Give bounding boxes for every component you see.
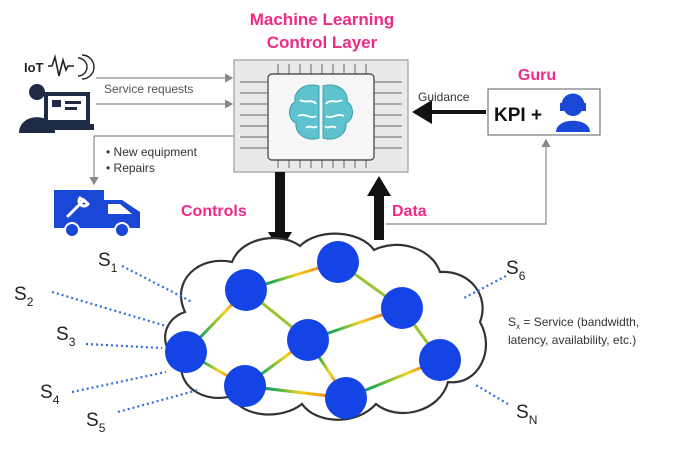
guru-person-icon	[556, 93, 590, 132]
service-label-s4: S4	[40, 382, 60, 407]
data-label: Data	[392, 203, 427, 220]
new-equipment-label: • New equipment	[106, 145, 198, 159]
controls-label: Controls	[181, 203, 247, 220]
network-node	[325, 377, 367, 419]
guidance-label: Guidance	[418, 90, 470, 104]
network-nodes	[165, 241, 461, 419]
service-label-s1: S1	[98, 250, 118, 275]
arrow-data-to-guru	[386, 138, 551, 225]
service-label-sn: SN	[516, 402, 537, 427]
service-label-s2: S2	[14, 284, 34, 309]
network-node	[225, 269, 267, 311]
brain-icon	[289, 84, 353, 140]
iot-label: IoT	[24, 60, 44, 75]
ml-chip	[233, 59, 409, 173]
service-link-s5	[117, 388, 199, 414]
network-node	[419, 339, 461, 381]
chip-pins	[240, 64, 402, 168]
network-node	[317, 241, 359, 283]
service-link-s2	[51, 290, 167, 328]
service-label-s5: S5	[86, 410, 106, 435]
signal-icon	[48, 53, 74, 77]
network-node	[165, 331, 207, 373]
service-label-s6: S6	[506, 258, 526, 283]
service-link-s1	[121, 265, 193, 303]
service-link-sn	[473, 383, 509, 405]
service-link-s3	[85, 342, 163, 350]
network-node	[287, 319, 329, 361]
data-arrow	[367, 176, 391, 240]
service-label-s3: S3	[56, 324, 76, 349]
network-node	[224, 365, 266, 407]
legend-line1: Sx = Service (bandwidth,	[508, 315, 639, 331]
repairs-label: • Repairs	[106, 161, 155, 175]
service-link-s4	[71, 370, 167, 394]
title-line1: Machine Learning	[250, 10, 395, 29]
service-requests-label: Service requests	[104, 82, 193, 96]
service-links	[51, 265, 509, 414]
arrow-chip-to-truck	[89, 135, 234, 186]
user-workstation-icon	[19, 84, 94, 133]
chip-body	[267, 73, 375, 161]
network-node	[381, 287, 423, 329]
wifi-icon	[77, 54, 95, 80]
service-truck-icon	[54, 190, 140, 238]
wrench-icon	[66, 195, 90, 218]
kpi-label: KPI +	[494, 105, 542, 126]
legend-line2: latency, availability, etc.)	[508, 333, 636, 347]
title-line2: Control Layer	[267, 33, 378, 52]
guru-label: Guru	[518, 67, 556, 84]
